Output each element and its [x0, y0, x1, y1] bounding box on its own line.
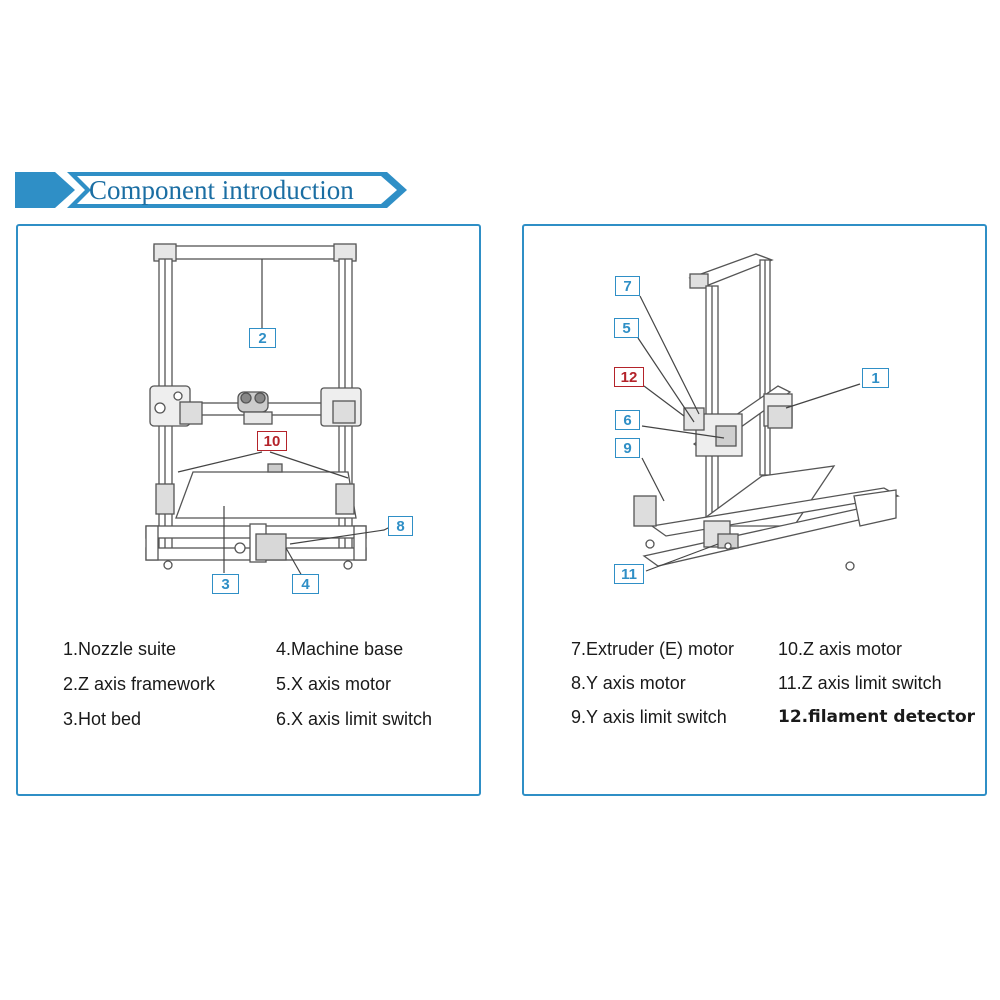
- legend-item-11: 11.Z axis limit switch: [778, 673, 942, 693]
- callout-6: 6: [615, 410, 640, 430]
- legend-item-8: 8.Y axis motor: [571, 673, 686, 693]
- callout-9: 9: [615, 438, 640, 458]
- legend-item-4: 4.Machine base: [276, 639, 404, 659]
- callout-11: 11: [614, 564, 644, 584]
- legend-item-9: 9.Y axis limit switch: [571, 707, 727, 727]
- callout-2: 2: [249, 328, 276, 348]
- printer-side-drawing: [633, 253, 900, 572]
- legend-item-12: 12.filament detector: [778, 707, 976, 727]
- legend-item-5: 5.X axis motor: [276, 674, 392, 694]
- callout-7: 7: [615, 276, 640, 296]
- legend-item-6: 6.X axis limit switch: [276, 709, 433, 729]
- legend-item-3: 3.Hot bed: [63, 709, 142, 729]
- legend-item-2: 2.Z axis framework: [63, 674, 216, 694]
- printer-front-drawing: [145, 243, 391, 577]
- callout-10: 10: [257, 431, 287, 451]
- callout-3: 3: [212, 574, 239, 594]
- front-view-panel: 2 10 8 3 4 1.Nozzle suite 2.Z axis frame…: [16, 224, 481, 796]
- callout-12: 12: [614, 367, 644, 387]
- callout-1: 1: [862, 368, 889, 388]
- side-view-panel: 7 5 12 6 9 1 11 7.Extruder (E) motor 8.Y…: [522, 224, 987, 796]
- callout-4: 4: [292, 574, 319, 594]
- legend-item-7: 7.Extruder (E) motor: [571, 639, 735, 659]
- legend-item-10: 10.Z axis motor: [778, 639, 903, 659]
- banner-arrow-icon: [15, 172, 407, 208]
- page-title: Component introduction: [89, 175, 354, 205]
- section-banner: Component introduction: [15, 170, 410, 210]
- legend-item-1: 1.Nozzle suite: [63, 639, 177, 659]
- callout-5: 5: [614, 318, 639, 338]
- callout-8: 8: [388, 516, 413, 536]
